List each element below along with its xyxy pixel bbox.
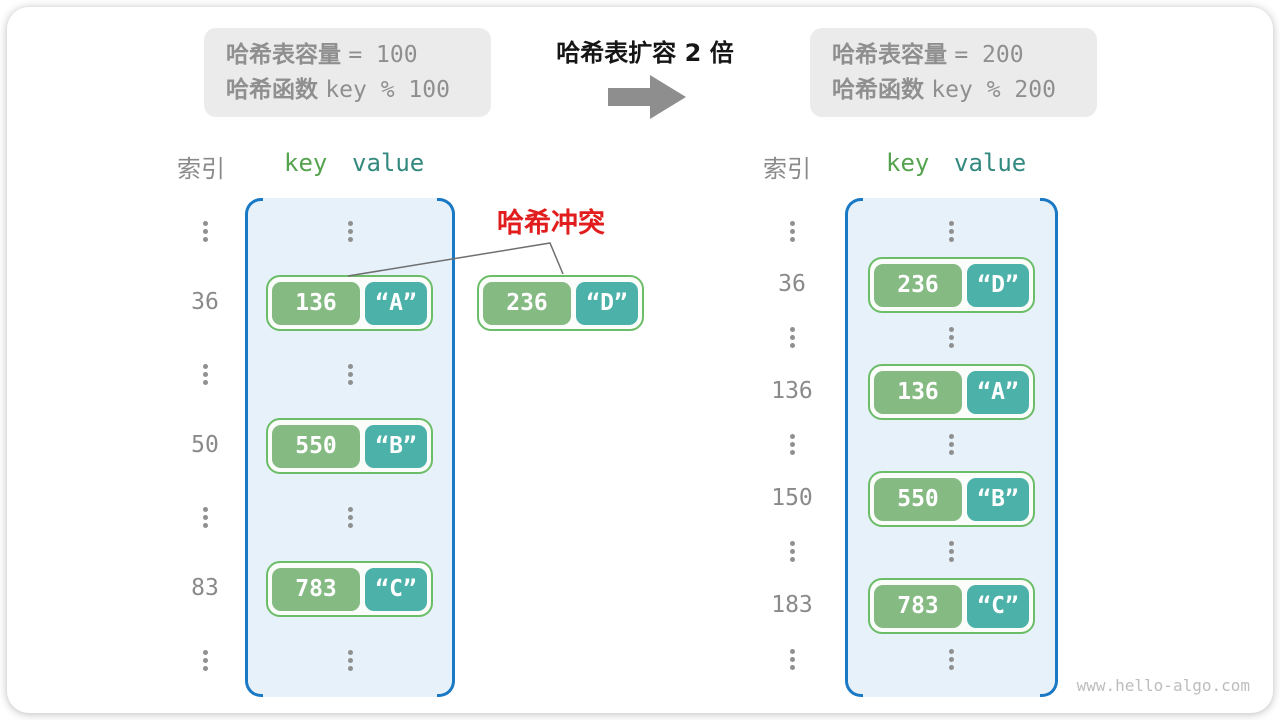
index-label: 36 xyxy=(778,271,806,297)
index-label: 150 xyxy=(771,485,813,511)
new-index-header: 索引 xyxy=(763,155,811,183)
ellipsis xyxy=(345,364,355,385)
kv-pair: 783 “C” xyxy=(868,578,1035,634)
expand-arrow-icon xyxy=(608,75,686,119)
colliding-kv-pair: 236 “D” xyxy=(477,275,644,331)
new-hash-label: 哈希函数 xyxy=(832,77,924,103)
new-capacity-label: 哈希表容量 xyxy=(832,42,947,68)
collision-label: 哈希冲突 xyxy=(497,208,605,239)
key-cell: 136 xyxy=(272,281,360,325)
index-label: 50 xyxy=(191,432,219,458)
new-capacity-line: 哈希表容量 = 200 xyxy=(832,39,1097,71)
ellipsis xyxy=(946,327,956,348)
key-cell: 783 xyxy=(272,567,360,611)
value-cell: “D” xyxy=(576,281,638,325)
ellipsis xyxy=(345,221,355,242)
index-label: 83 xyxy=(191,575,219,601)
value-cell: “D” xyxy=(967,263,1029,307)
new-hash-table: 236 “D” 136 “A” 550 “B” 783 “C” xyxy=(845,198,1058,697)
ellipsis xyxy=(946,221,956,242)
value-cell: “B” xyxy=(365,424,427,468)
key-cell: 236 xyxy=(874,263,962,307)
table-left-bracket xyxy=(245,198,263,697)
old-config-box: 哈希表容量 = 100 哈希函数 key % 100 xyxy=(204,28,491,117)
kv-pair: 136 “A” xyxy=(266,275,433,331)
value-cell: “A” xyxy=(967,370,1029,414)
ellipsis xyxy=(787,327,797,348)
ellipsis xyxy=(345,650,355,671)
watermark: www.hello-algo.com xyxy=(1076,676,1250,695)
kv-pair: 783 “C” xyxy=(266,561,433,617)
ellipsis xyxy=(200,364,210,385)
ellipsis xyxy=(787,649,797,670)
kv-pair: 136 “A” xyxy=(868,364,1035,420)
old-capacity-line: 哈希表容量 = 100 xyxy=(226,39,491,71)
old-capacity-value: = 100 xyxy=(348,42,418,68)
index-label: 183 xyxy=(771,592,813,618)
old-value-header: value xyxy=(352,149,425,177)
ellipsis xyxy=(787,541,797,562)
index-label: 36 xyxy=(191,289,219,315)
key-cell: 136 xyxy=(874,370,962,414)
key-cell: 550 xyxy=(874,477,962,521)
ellipsis xyxy=(345,507,355,528)
ellipsis xyxy=(200,650,210,671)
old-key-header: key xyxy=(284,149,328,177)
ellipsis xyxy=(200,507,210,528)
new-hash-value: key % 200 xyxy=(931,77,1056,103)
old-hash-line: 哈希函数 key % 100 xyxy=(226,74,491,106)
collision-connector-lines xyxy=(347,242,564,277)
kv-pair: 550 “B” xyxy=(868,471,1035,527)
ellipsis xyxy=(946,649,956,670)
old-hash-value: key % 100 xyxy=(325,77,450,103)
new-capacity-value: = 200 xyxy=(954,42,1024,68)
ellipsis xyxy=(946,541,956,562)
ellipsis xyxy=(787,221,797,242)
key-cell: 236 xyxy=(483,281,571,325)
old-hash-label: 哈希函数 xyxy=(226,77,318,103)
key-cell: 783 xyxy=(874,584,962,628)
table-left-bracket xyxy=(845,198,863,697)
index-label: 136 xyxy=(771,378,813,404)
value-cell: “C” xyxy=(365,567,427,611)
new-hash-line: 哈希函数 key % 200 xyxy=(832,74,1097,106)
new-config-box: 哈希表容量 = 200 哈希函数 key % 200 xyxy=(810,28,1097,117)
ellipsis xyxy=(787,434,797,455)
old-capacity-label: 哈希表容量 xyxy=(226,42,341,68)
kv-pair: 550 “B” xyxy=(266,418,433,474)
ellipsis xyxy=(200,221,210,242)
value-cell: “C” xyxy=(967,584,1029,628)
table-right-bracket xyxy=(1040,198,1058,697)
ellipsis xyxy=(946,434,956,455)
value-cell: “A” xyxy=(365,281,427,325)
old-hash-table: 136 “A” 550 “B” 783 “C” xyxy=(245,198,455,697)
old-index-header: 索引 xyxy=(177,155,225,183)
key-cell: 550 xyxy=(272,424,360,468)
expansion-title: 哈希表扩容 2 倍 xyxy=(556,39,734,67)
new-value-header: value xyxy=(954,149,1027,177)
diagram-card xyxy=(7,7,1273,713)
value-cell: “B” xyxy=(967,477,1029,521)
new-key-header: key xyxy=(886,149,930,177)
kv-pair: 236 “D” xyxy=(868,257,1035,313)
